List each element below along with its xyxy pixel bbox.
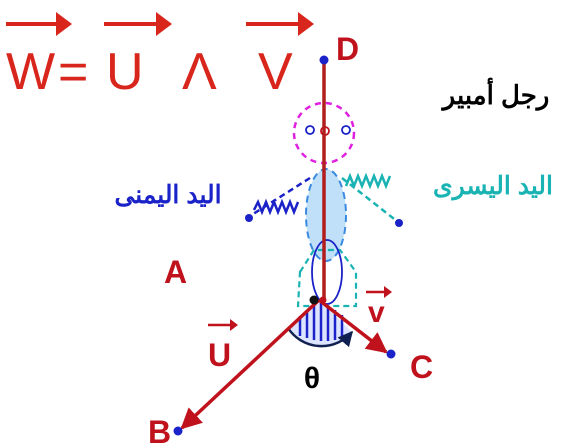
formula-u: U (106, 43, 144, 101)
label-c: C (410, 349, 433, 385)
vector-u (180, 298, 321, 430)
formula-wedge: Λ (182, 43, 217, 101)
formula-arrow-v (246, 12, 314, 36)
vector-v (317, 298, 388, 354)
formula: W = U Λ V (6, 12, 314, 101)
torso-shape (305, 168, 347, 262)
formula-w: W (6, 43, 55, 101)
origin-dot (309, 295, 319, 305)
right-hand-dot (245, 214, 253, 222)
label-v-group: v (366, 286, 392, 329)
label-u-group: U (208, 319, 238, 373)
label-v: v (368, 296, 385, 329)
eye-right-icon (341, 125, 351, 135)
label-a: A (164, 254, 187, 290)
left-arm (341, 172, 403, 227)
formula-equals: = (58, 43, 88, 101)
right-arm (245, 176, 311, 222)
left-hand-label: اليد اليسرى (433, 172, 553, 201)
label-b: B (148, 414, 171, 445)
diagram-title: رجل أمبير (441, 77, 550, 111)
label-d: D (336, 31, 359, 67)
point-d-dot (319, 55, 329, 65)
formula-v: V (258, 43, 293, 101)
point-c-dot (386, 349, 396, 359)
right-hand-label: اليد اليمنى (114, 181, 221, 209)
legs-outline (296, 248, 358, 308)
eye-left-icon (305, 125, 315, 135)
label-u: U (208, 337, 231, 373)
point-b-dot (173, 426, 183, 436)
formula-arrow-w (6, 12, 72, 36)
origin-dot-2 (319, 296, 327, 304)
left-hand-dot (395, 219, 403, 227)
theta-arc (286, 327, 353, 348)
formula-arrow-u (104, 12, 172, 36)
label-theta: θ (304, 362, 320, 395)
